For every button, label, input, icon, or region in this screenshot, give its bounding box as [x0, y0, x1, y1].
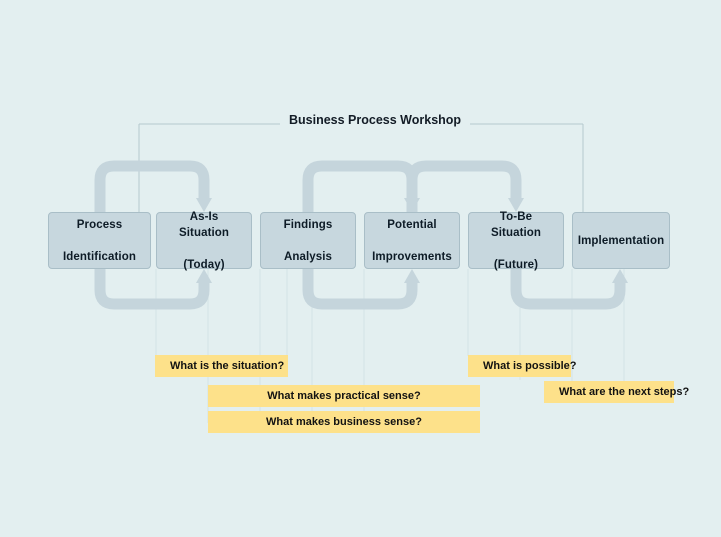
stage-line-1: Findings — [283, 218, 333, 231]
stage-line-1: Potential — [387, 218, 437, 231]
stage-line-2: Analysis — [283, 250, 333, 263]
stage-label: As-Is Situation (Today) — [157, 209, 251, 273]
note-what-are-the-next-steps[interactable]: What are the next steps? — [544, 381, 689, 403]
stage-line-2: Identification — [63, 250, 136, 263]
stage-line-2: Improvements — [372, 250, 452, 263]
note-what-is-the-situation[interactable]: What is the situation? — [155, 355, 288, 377]
connector-bottom-3 — [510, 269, 626, 310]
page-title: Business Process Workshop — [280, 113, 471, 127]
flow-connectors — [94, 160, 626, 310]
stage-box-as-is-situation[interactable]: As-Is Situation (Today) — [156, 211, 252, 271]
connector-arrowheads-down — [196, 198, 524, 212]
connector-top-3 — [406, 160, 522, 212]
stage-line-1: Implementation — [577, 234, 665, 247]
note-what-is-possible[interactable]: What is possible? — [468, 355, 577, 377]
stage-line-2: (Future) — [493, 258, 539, 271]
note-what-makes-practical-sense[interactable]: What makes practical sense? — [208, 385, 480, 407]
connector-bottom-2 — [302, 269, 418, 310]
connector-top-2 — [302, 160, 418, 212]
stage-box-to-be-situation[interactable]: To-Be Situation (Future) — [468, 211, 564, 271]
connector-bottom-1 — [94, 269, 210, 310]
stage-label: Implementation — [566, 233, 676, 249]
stage-line-1: As-Is Situation — [178, 210, 230, 239]
stage-line-2: (Today) — [183, 258, 225, 271]
note-what-makes-business-sense[interactable]: What makes business sense? — [208, 411, 480, 433]
connector-arrowheads-up — [196, 269, 628, 283]
connector-top-1 — [94, 160, 210, 212]
stage-label: To-Be Situation (Future) — [469, 209, 563, 273]
stage-box-implementation[interactable]: Implementation — [572, 212, 670, 269]
stage-line-1: Process — [76, 218, 123, 231]
stage-line-1: To-Be Situation — [490, 210, 542, 239]
